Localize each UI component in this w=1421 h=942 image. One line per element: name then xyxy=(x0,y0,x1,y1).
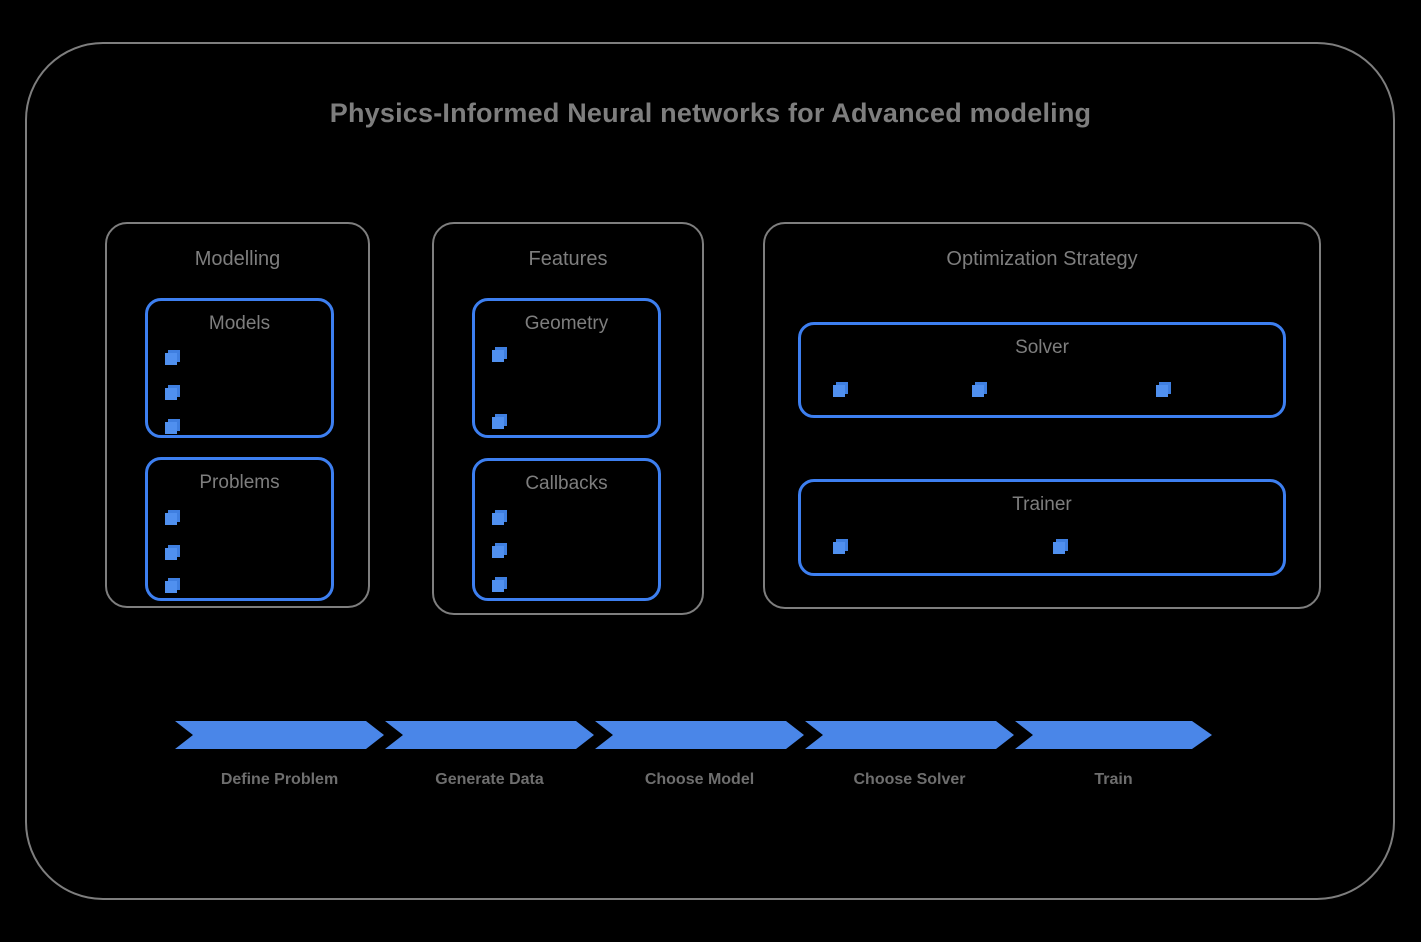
cube-icon xyxy=(1053,539,1068,554)
cube-icon xyxy=(492,577,507,592)
subgroup-geometry[interactable]: Geometry xyxy=(472,298,661,438)
cube-icon xyxy=(492,347,507,362)
subgroup-callbacks[interactable]: Callbacks xyxy=(472,458,661,601)
cube-icon xyxy=(833,539,848,554)
subgroup-solver-label: Solver xyxy=(1015,337,1069,358)
subgroup-callbacks-label: Callbacks xyxy=(525,473,608,494)
cube-icon xyxy=(165,510,180,525)
cube-icon xyxy=(165,350,180,365)
cube-icon xyxy=(492,510,507,525)
cube-icon xyxy=(833,382,848,397)
pipeline-step-label-4: Choose Solver xyxy=(853,771,966,788)
subgroup-models[interactable]: Models xyxy=(145,298,334,438)
cube-icon xyxy=(165,578,180,593)
subgroup-trainer-label: Trainer xyxy=(1012,494,1072,515)
cube-icon xyxy=(972,382,987,397)
subgroup-problems-label: Problems xyxy=(199,472,280,493)
pipeline-step-label-5: Train xyxy=(1094,771,1133,788)
cube-icon xyxy=(492,543,507,558)
group-features-label: Features xyxy=(528,248,608,270)
page-title: Physics-Informed Neural networks for Adv… xyxy=(329,98,1092,128)
subgroup-models-label: Models xyxy=(208,313,271,334)
cube-icon xyxy=(492,414,507,429)
group-modelling-label: Modelling xyxy=(194,248,281,270)
subgroup-solver[interactable]: Solver xyxy=(798,322,1286,418)
cube-icon xyxy=(165,545,180,560)
cube-icon xyxy=(1156,382,1171,397)
pipeline-step-label-1: Define Problem xyxy=(220,771,339,788)
pipeline-step-label-3: Choose Model xyxy=(644,771,755,788)
subgroup-geometry-label: Geometry xyxy=(524,313,609,334)
group-optimization-strategy-label: Optimization Strategy xyxy=(946,248,1138,270)
subgroup-problems[interactable]: Problems xyxy=(145,457,334,601)
cube-icon xyxy=(165,385,180,400)
pipeline-step-label-2: Generate Data xyxy=(435,771,544,788)
subgroup-trainer[interactable]: Trainer xyxy=(798,479,1286,576)
cube-icon xyxy=(165,419,180,434)
